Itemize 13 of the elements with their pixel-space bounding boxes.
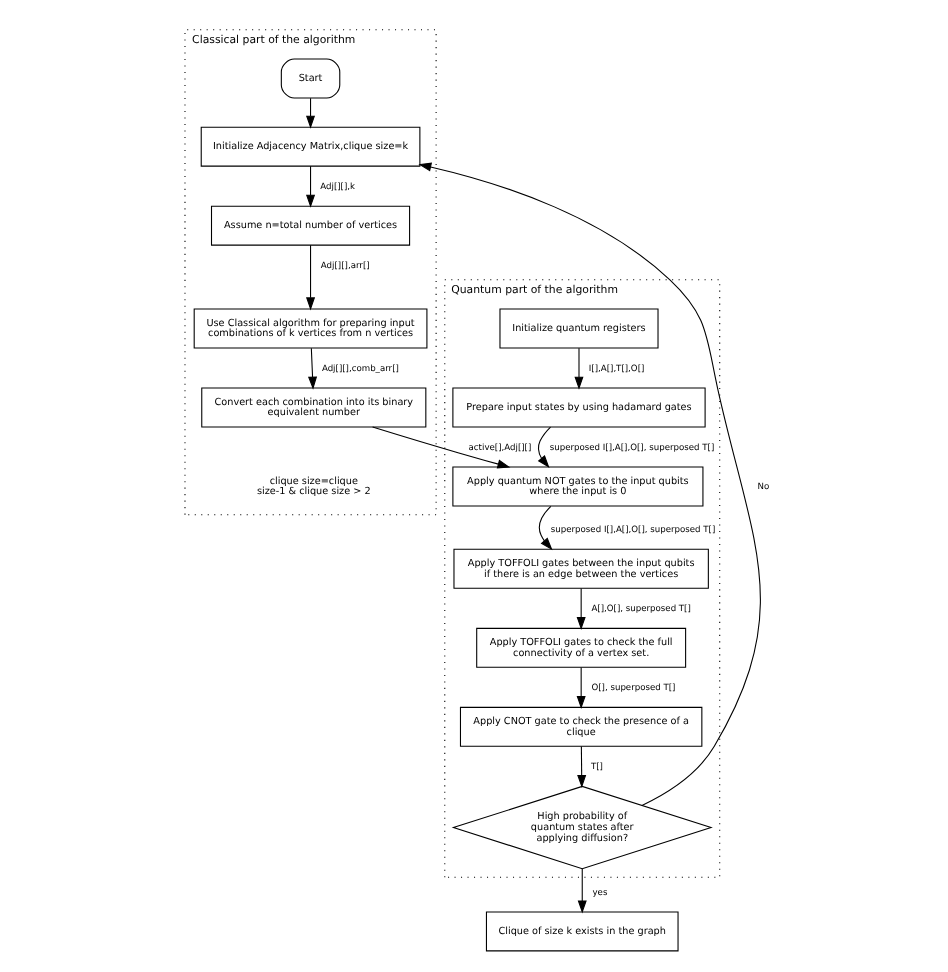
arrow <box>574 347 584 390</box>
arrow <box>537 426 552 468</box>
arrow <box>577 745 587 788</box>
arrow <box>418 162 761 806</box>
arrow <box>372 426 511 469</box>
arrow <box>306 244 316 311</box>
arrow <box>306 97 316 129</box>
arrow <box>576 666 586 709</box>
arrow <box>577 868 587 914</box>
arrow <box>538 505 553 551</box>
arrow <box>576 587 586 630</box>
arrow <box>306 165 316 208</box>
arrow <box>308 347 318 390</box>
